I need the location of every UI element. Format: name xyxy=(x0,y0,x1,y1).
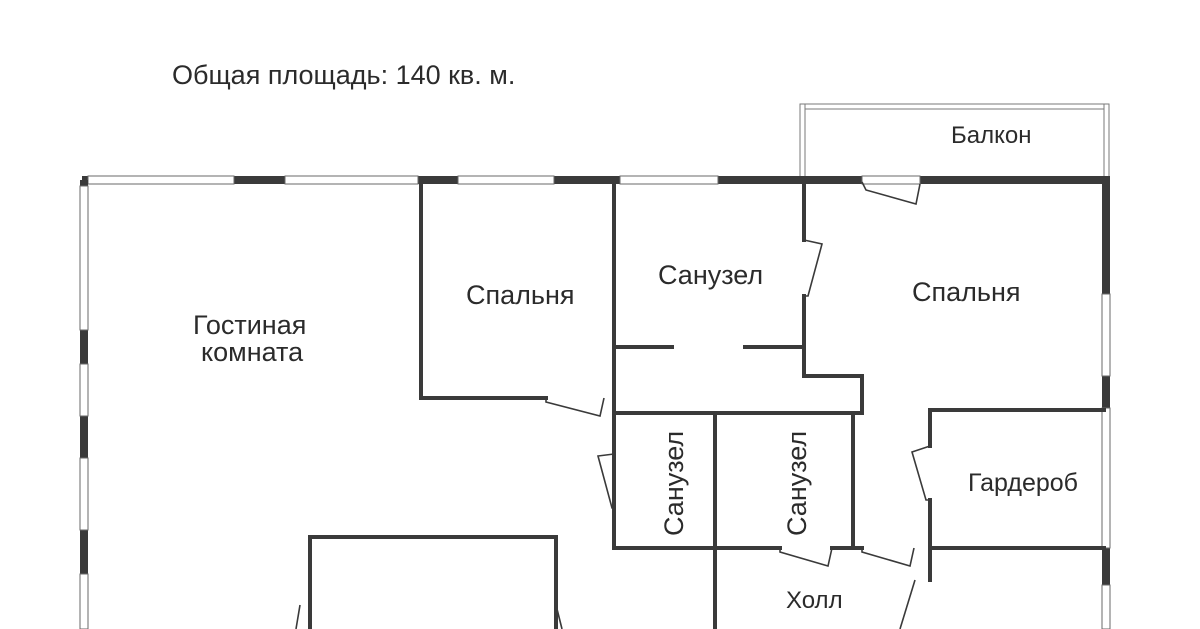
outer-right-wall xyxy=(1101,180,1111,629)
room-label-living-room-line2: комната xyxy=(201,337,304,367)
total-area-title: Общая площадь: 140 кв. м. xyxy=(172,60,515,90)
doors xyxy=(295,181,931,629)
room-label-bedroom-1: Спальня xyxy=(466,280,575,310)
room-label-living-room-line1: Гостиная xyxy=(193,310,306,340)
outer-left-wall xyxy=(79,180,89,629)
room-label-bathroom-top: Санузел xyxy=(658,260,763,290)
interior-walls xyxy=(308,180,1106,629)
room-label-bathroom-left: Санузел xyxy=(659,431,689,536)
outer-top-wall xyxy=(82,175,1110,185)
room-label-hall: Холл xyxy=(786,587,843,614)
room-label-bathroom-right: Санузел xyxy=(782,431,812,536)
room-label-wardrobe: Гардероб xyxy=(968,469,1078,497)
room-label-bedroom-2: Спальня xyxy=(912,277,1021,307)
room-label-balcony: Балкон xyxy=(951,122,1031,149)
